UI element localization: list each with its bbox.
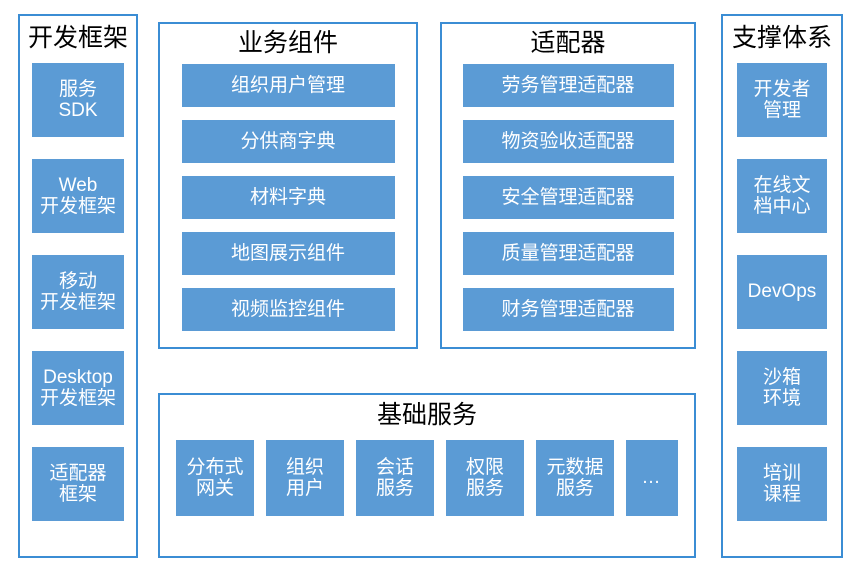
- tile-line: 开发者: [753, 78, 811, 100]
- tile-more-services[interactable]: …: [626, 440, 678, 516]
- tile-line: 组织用户管理: [230, 74, 345, 96]
- tile-web-dev-framework[interactable]: Web 开发框架: [32, 159, 124, 233]
- tile-line: SDK: [58, 100, 98, 121]
- tile-supplier-dictionary[interactable]: 分供商字典: [181, 120, 395, 163]
- tile-service-sdk[interactable]: 服务 SDK: [32, 63, 124, 137]
- tile-online-doc-center[interactable]: 在线文 档中心: [737, 159, 827, 233]
- tile-line: 管理: [762, 100, 801, 121]
- tile-line: 课程: [762, 484, 801, 505]
- tile-line: 开发框架: [39, 388, 116, 409]
- tile-line: 服务: [375, 478, 414, 499]
- tile-devops[interactable]: DevOps: [737, 255, 827, 329]
- tile-line: 地图展示组件: [230, 242, 345, 264]
- tile-material-dictionary[interactable]: 材料字典: [181, 176, 395, 219]
- tile-adapter-framework[interactable]: 适配器 框架: [32, 447, 124, 521]
- tile-finance-management-adapter[interactable]: 财务管理适配器: [462, 288, 674, 331]
- ellipsis-icon: …: [641, 467, 663, 489]
- tile-desktop-dev-framework[interactable]: Desktop 开发框架: [32, 351, 124, 425]
- tile-map-display-component[interactable]: 地图展示组件: [181, 232, 395, 275]
- panel-dev-framework[interactable]: 开发框架 服务 SDK Web 开发框架 移动 开发框架 Desktop 开发框…: [18, 14, 138, 558]
- tile-line: 质量管理适配器: [501, 242, 635, 264]
- tile-line: 会话: [375, 456, 414, 478]
- tile-line: 环境: [762, 388, 801, 409]
- tile-line: Desktop: [43, 366, 113, 388]
- panel-title-business-components: 业务组件: [237, 29, 338, 57]
- panel-title-support-system: 支撑体系: [731, 24, 832, 52]
- tile-line: 视频监控组件: [230, 298, 345, 320]
- tile-line: 元数据: [546, 456, 604, 478]
- tile-line: 沙箱: [762, 366, 801, 388]
- tile-line: 适配器: [49, 462, 107, 484]
- tile-line: 服务: [465, 478, 504, 499]
- panel-adapter[interactable]: 适配器 劳务管理适配器 物资验收适配器 安全管理适配器 质量管理适配器 财务管理…: [440, 22, 696, 349]
- tile-line: 服务: [58, 78, 97, 100]
- tile-line: 组织: [285, 456, 324, 478]
- tile-line: 分布式: [186, 456, 244, 478]
- panel-business-components[interactable]: 业务组件 组织用户管理 分供商字典 材料字典 地图展示组件 视频监控组件: [158, 22, 418, 349]
- tile-video-surveillance-component[interactable]: 视频监控组件: [181, 288, 395, 331]
- tile-line: 权限: [465, 456, 504, 478]
- tile-line: 财务管理适配器: [501, 298, 635, 320]
- panel-support-system[interactable]: 支撑体系 开发者 管理 在线文 档中心 DevOps 沙箱 环境 培训 课程: [721, 14, 843, 558]
- tile-sandbox-environment[interactable]: 沙箱 环境: [737, 351, 827, 425]
- tile-line: 档中心: [753, 196, 811, 217]
- tile-line: 移动: [58, 270, 97, 292]
- tile-line: DevOps: [747, 281, 817, 303]
- tile-line: 材料字典: [249, 186, 326, 208]
- tile-line: 物资验收适配器: [501, 130, 635, 152]
- panel-title-adapter: 适配器: [530, 29, 606, 57]
- tile-quality-management-adapter[interactable]: 质量管理适配器: [462, 232, 674, 275]
- tile-training-course[interactable]: 培训 课程: [737, 447, 827, 521]
- tile-line: 用户: [285, 478, 324, 499]
- tile-mobile-dev-framework[interactable]: 移动 开发框架: [32, 255, 124, 329]
- tile-line: 在线文: [753, 174, 811, 196]
- tile-developer-management[interactable]: 开发者 管理: [737, 63, 827, 137]
- tile-distributed-gateway[interactable]: 分布式 网关: [176, 440, 254, 516]
- tile-session-service[interactable]: 会话 服务: [356, 440, 434, 516]
- tile-line: 开发框架: [39, 196, 116, 217]
- tile-line: Web: [58, 174, 98, 196]
- tile-permission-service[interactable]: 权限 服务: [446, 440, 524, 516]
- tile-safety-management-adapter[interactable]: 安全管理适配器: [462, 176, 674, 219]
- tile-line: 网关: [195, 478, 234, 499]
- tile-line: 开发框架: [39, 292, 116, 313]
- base-service-tile-row: 分布式 网关 组织 用户 会话 服务 权限 服务 元数据 服务 …: [176, 440, 678, 516]
- tile-material-acceptance-adapter[interactable]: 物资验收适配器: [462, 120, 674, 163]
- panel-title-base-service: 基础服务: [376, 401, 477, 429]
- panel-title-dev-framework: 开发框架: [27, 24, 128, 52]
- tile-line: 安全管理适配器: [501, 186, 635, 208]
- tile-org-user[interactable]: 组织 用户: [266, 440, 344, 516]
- tile-line: 分供商字典: [240, 130, 336, 152]
- panel-base-service[interactable]: 基础服务 分布式 网关 组织 用户 会话 服务 权限 服务 元数据 服务: [158, 393, 696, 558]
- tile-metadata-service[interactable]: 元数据 服务: [536, 440, 614, 516]
- tile-line: 劳务管理适配器: [501, 74, 635, 96]
- tile-labor-management-adapter[interactable]: 劳务管理适配器: [462, 64, 674, 107]
- tile-line: 服务: [555, 478, 594, 499]
- tile-line: 培训: [762, 462, 801, 484]
- tile-line: 框架: [58, 484, 97, 505]
- tile-org-user-management[interactable]: 组织用户管理: [181, 64, 395, 107]
